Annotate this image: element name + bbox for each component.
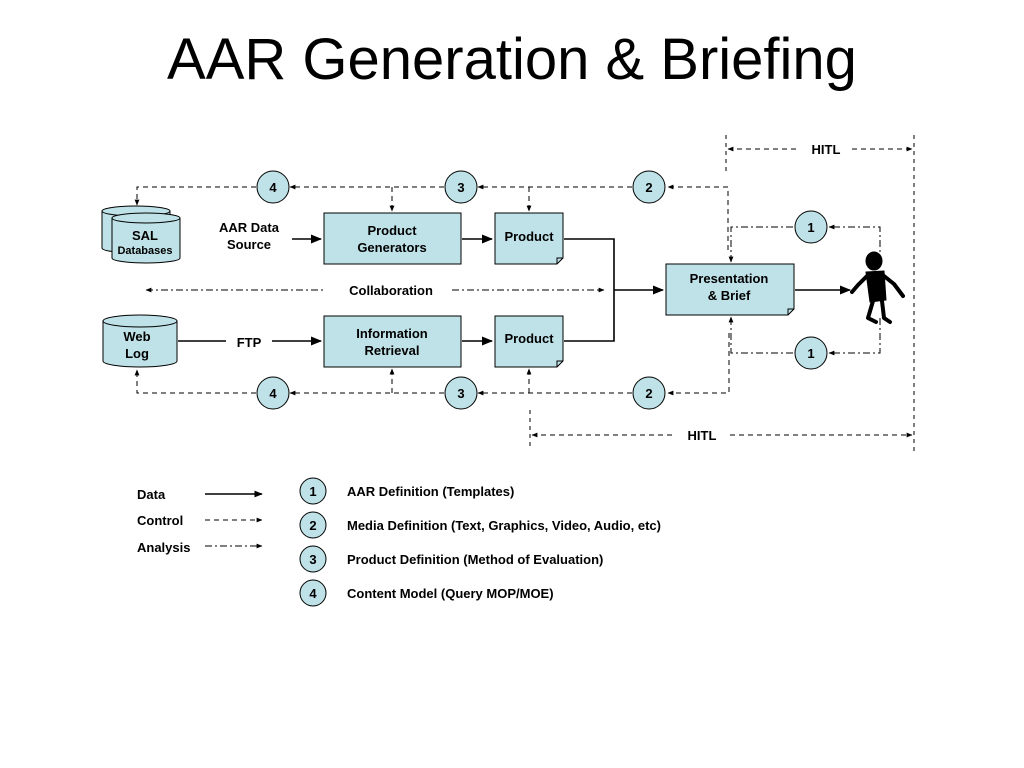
legend-analysis-label: Analysis bbox=[137, 540, 190, 555]
svg-text:3: 3 bbox=[457, 180, 464, 195]
svg-text:1: 1 bbox=[309, 484, 316, 499]
collaboration-label: Collaboration bbox=[349, 283, 433, 298]
badge-bottom-2: 2 bbox=[632, 376, 666, 410]
badge-top-3: 3 bbox=[444, 170, 478, 204]
svg-text:4: 4 bbox=[309, 586, 317, 601]
sal-databases-node bbox=[101, 205, 181, 264]
svg-text:2: 2 bbox=[309, 518, 316, 533]
badge-bottom-3: 3 bbox=[444, 376, 478, 410]
sal-label: SAL bbox=[132, 228, 158, 243]
svg-text:2: 2 bbox=[645, 386, 652, 401]
product-top-label: Product bbox=[504, 229, 554, 244]
web-log-node bbox=[102, 314, 178, 368]
bottom-control-lines bbox=[134, 333, 730, 396]
badge-top-4: 4 bbox=[256, 170, 290, 204]
ftp-label: FTP bbox=[237, 335, 262, 350]
data-flow-lines bbox=[178, 234, 852, 346]
top-control-lines bbox=[134, 184, 729, 250]
information-retrieval-line1: Information bbox=[356, 326, 428, 341]
number-legend-text-3: Product Definition (Method of Evaluation… bbox=[347, 552, 603, 567]
product-bottom-doc bbox=[494, 315, 564, 368]
number-legend-item-4: 4 Content Model (Query MOP/MOE) bbox=[299, 579, 554, 607]
number-legend-item-1: 1 AAR Definition (Templates) bbox=[299, 477, 514, 505]
number-legend-text-2: Media Definition (Text, Graphics, Video,… bbox=[347, 518, 661, 533]
aar-source-label-line2: Source bbox=[227, 237, 271, 252]
svg-text:4: 4 bbox=[269, 386, 277, 401]
information-retrieval-box bbox=[323, 315, 462, 368]
information-retrieval-line2: Retrieval bbox=[365, 343, 420, 358]
web-log-line1: Web bbox=[123, 329, 150, 344]
presentation-line1: Presentation bbox=[690, 271, 769, 286]
aar-source-label-line1: AAR Data bbox=[219, 220, 280, 235]
badge-bottom-4: 4 bbox=[256, 376, 290, 410]
web-log-line2: Log bbox=[125, 346, 149, 361]
svg-text:1: 1 bbox=[807, 346, 814, 361]
svg-text:1: 1 bbox=[807, 220, 814, 235]
svg-text:3: 3 bbox=[309, 552, 316, 567]
analysis-lines-right bbox=[728, 224, 881, 356]
sal-sublabel: Databases bbox=[117, 245, 172, 257]
product-top-doc bbox=[494, 212, 564, 265]
svg-text:3: 3 bbox=[457, 386, 464, 401]
product-generators-line1: Product bbox=[367, 223, 417, 238]
number-legend-text-1: AAR Definition (Templates) bbox=[347, 484, 514, 499]
number-legend: 1 AAR Definition (Templates) 2 Media Def… bbox=[299, 477, 661, 607]
badge-top-2: 2 bbox=[632, 170, 666, 204]
product-bottom-label: Product bbox=[504, 331, 554, 346]
number-legend-item-2: 2 Media Definition (Text, Graphics, Vide… bbox=[299, 511, 661, 539]
presentation-line2: & Brief bbox=[708, 288, 751, 303]
product-generators-line2: Generators bbox=[357, 240, 426, 255]
product-generators-box bbox=[323, 212, 462, 265]
number-legend-text-4: Content Model (Query MOP/MOE) bbox=[347, 586, 554, 601]
line-legend: Data Control Analysis bbox=[137, 487, 263, 555]
hitl-bottom-span: HITL bbox=[531, 428, 913, 443]
stick-figure-person-icon bbox=[850, 251, 905, 324]
legend-control-label: Control bbox=[137, 513, 183, 528]
hitl-top-span: HITL bbox=[727, 142, 913, 157]
svg-text:2: 2 bbox=[645, 180, 652, 195]
legend-data-label: Data bbox=[137, 487, 166, 502]
badge-bottom-1: 1 bbox=[794, 336, 828, 370]
hitl-boundaries bbox=[529, 135, 915, 452]
number-legend-item-3: 3 Product Definition (Method of Evaluati… bbox=[299, 545, 603, 573]
svg-text:4: 4 bbox=[269, 180, 277, 195]
slide-title: AAR Generation & Briefing bbox=[167, 27, 857, 92]
hitl-bottom-label: HITL bbox=[688, 428, 717, 443]
badge-top-1: 1 bbox=[794, 210, 828, 244]
presentation-brief-doc bbox=[665, 263, 795, 316]
hitl-top-label: HITL bbox=[812, 142, 841, 157]
